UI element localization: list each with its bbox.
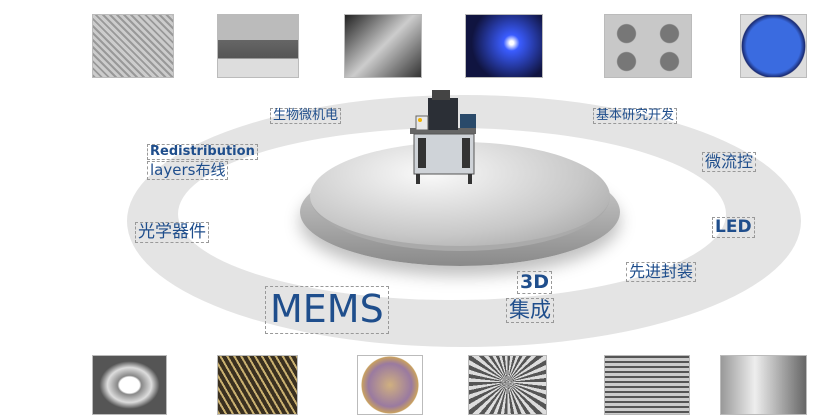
equipment-machine-image: [410, 90, 476, 184]
label-basic-research: 基本研究开发: [593, 108, 678, 125]
label-3d-line1: 3D: [517, 271, 552, 294]
photo-rainbow-wafer: [357, 355, 423, 415]
label-rdl-line2: layers布线: [147, 161, 229, 180]
photo-octagon-pads: [604, 14, 692, 78]
photo-sem-cross-section: [217, 14, 299, 78]
label-microfluidics: 微流控: [702, 152, 757, 172]
photo-blue-wafer-dots: [740, 14, 807, 78]
photo-sem-pillar-array: [217, 355, 298, 415]
label-led: LED: [712, 217, 755, 238]
label-3d-line2: 集成: [506, 298, 554, 324]
label-bio-mems: 生物微机电: [270, 108, 342, 125]
photo-sem-radial-pattern: [468, 355, 547, 415]
photo-sem-gear-ring: [92, 355, 167, 415]
photo-sem-bar-groups: [604, 355, 690, 415]
photo-sem-hole-array: [92, 14, 174, 78]
photo-sem-structure: [720, 355, 807, 415]
label-mems: MEMS: [265, 286, 389, 334]
photo-sem-cantilever: [344, 14, 422, 78]
label-rdl-line1: Redistribution: [147, 144, 258, 161]
photo-blue-laser-wafer: [465, 14, 543, 78]
label-advanced-packaging: 先进封装: [626, 262, 697, 282]
label-optics: 光学器件: [135, 222, 209, 243]
